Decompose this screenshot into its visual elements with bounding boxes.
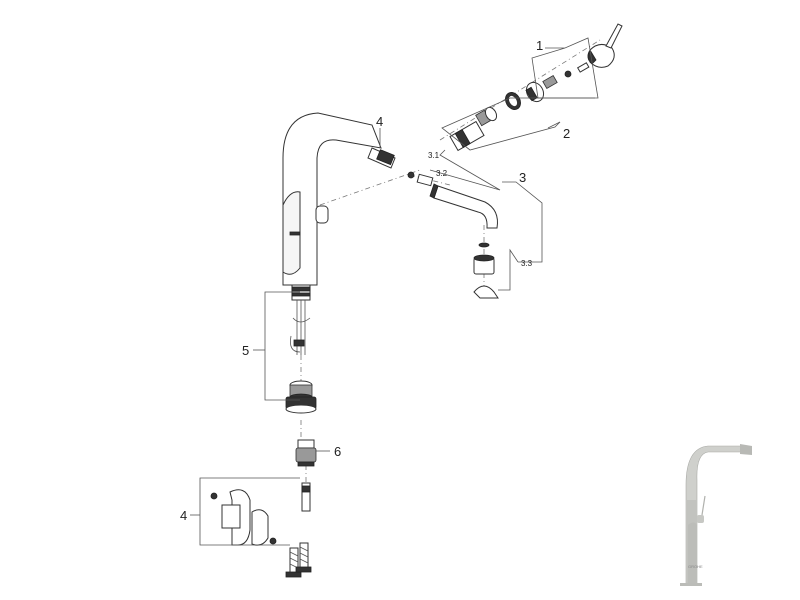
spout-parts [407,171,499,299]
connector-6 [295,439,317,467]
hose-assembly [290,300,311,355]
spray-head-connector [367,147,396,169]
callout-3-3: 3.3 [521,259,533,268]
mounting-bracket [210,482,311,546]
leader-lines [190,37,599,546]
cartridge-parts [449,62,590,152]
callout-3-2: 3.2 [436,169,448,178]
lever-handle [587,23,623,68]
callout-4-top: 4 [376,114,383,129]
callout-4-bottom: 4 [180,508,187,523]
callout-5: 5 [242,343,249,358]
callout-3: 3 [519,170,526,185]
faucet-body [282,112,382,301]
callout-2: 2 [563,126,570,141]
product-photo: GROHE [680,444,752,586]
svg-text:GROHE: GROHE [688,564,703,569]
hose-weight [285,380,317,414]
callout-3-1: 3.1 [428,151,440,160]
mounting-bolts [285,542,312,578]
callout-1: 1 [536,38,543,53]
callout-6: 6 [334,444,341,459]
